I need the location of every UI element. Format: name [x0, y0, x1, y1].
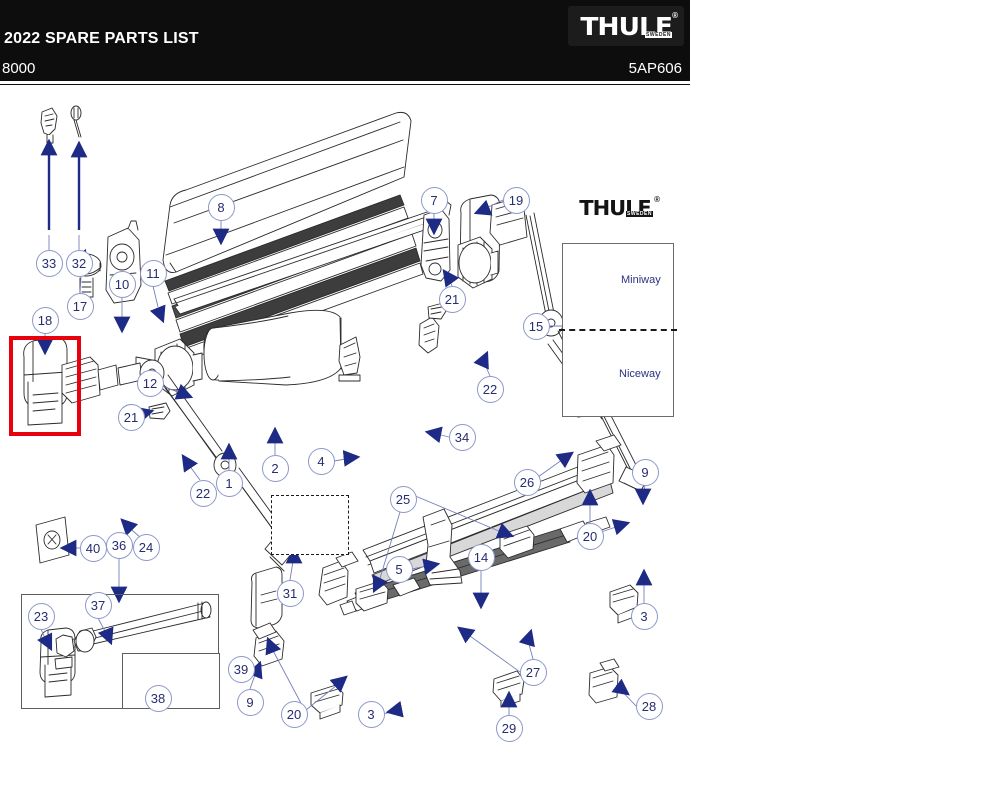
callout-20[interactable]: 20	[280, 700, 308, 728]
callout-5[interactable]: 5	[385, 555, 413, 583]
part-39-shape	[252, 622, 285, 667]
callout-3[interactable]: 3	[630, 602, 658, 630]
callout-39[interactable]: 39	[227, 655, 255, 683]
callout-34[interactable]: 34	[448, 423, 476, 451]
highlight-box-part-18	[9, 336, 81, 436]
part-40-shape	[35, 516, 70, 564]
part-32-shape	[70, 105, 82, 138]
callout-9[interactable]: 9	[631, 458, 659, 486]
callout-32[interactable]: 32	[65, 249, 93, 277]
callout-11[interactable]: 11	[139, 259, 167, 287]
model-number: 8000	[2, 60, 36, 77]
callout-26[interactable]: 26	[513, 468, 541, 496]
callout-29[interactable]: 29	[495, 714, 523, 742]
part-1-2-roller-fabric	[203, 309, 342, 386]
callout-37[interactable]: 37	[84, 591, 112, 619]
part-22a-shape	[457, 236, 499, 289]
part-34-shape	[418, 316, 440, 354]
dashed-box-part-31	[271, 495, 349, 555]
callout-12[interactable]: 12	[136, 369, 164, 397]
remote-control-panel: Miniway Niceway	[559, 243, 677, 417]
part-33-shape	[40, 107, 58, 144]
callout-17[interactable]: 17	[66, 292, 94, 320]
remote-panel-divider	[559, 329, 677, 331]
leader-arrows	[36, 138, 653, 718]
callout-23[interactable]: 23	[27, 602, 55, 630]
page-title: 2022 SPARE PARTS LIST	[4, 30, 199, 47]
callout-3[interactable]: 3	[357, 700, 385, 728]
part-20b-shape	[250, 551, 359, 629]
callout-15[interactable]: 15	[522, 312, 550, 340]
callout-20[interactable]: 20	[576, 522, 604, 550]
callout-24[interactable]: 24	[132, 533, 160, 561]
remote-label-miniway: Miniway	[621, 274, 661, 286]
callout-21[interactable]: 21	[438, 285, 466, 313]
callout-22[interactable]: 22	[189, 479, 217, 507]
registered-trademark-icon: ®	[672, 11, 678, 20]
registered-trademark-icon-diagram: ®	[654, 195, 660, 204]
thule-logo-diagram: THULE ® SWEDEN	[576, 195, 660, 221]
callout-19[interactable]: 19	[502, 186, 530, 214]
callout-33[interactable]: 33	[35, 249, 63, 277]
remote-label-niceway: Niceway	[619, 368, 661, 380]
callout-8[interactable]: 8	[207, 193, 235, 221]
callout-2[interactable]: 2	[261, 454, 289, 482]
part-4-shape	[338, 336, 361, 382]
callout-1[interactable]: 1	[215, 469, 243, 497]
callout-7[interactable]: 7	[420, 186, 448, 214]
callout-28[interactable]: 28	[635, 692, 663, 720]
part-21b-shape	[148, 402, 171, 420]
document-header: 2022 SPARE PARTS LIST 8000 5AP606 THULE …	[0, 0, 690, 85]
callout-14[interactable]: 14	[467, 543, 495, 571]
callout-4[interactable]: 4	[307, 447, 335, 475]
callout-21[interactable]: 21	[117, 403, 145, 431]
header-divider	[0, 81, 690, 84]
part-18-shape	[23, 336, 68, 426]
callout-36[interactable]: 36	[105, 531, 133, 559]
thule-sweden-subtext-diagram: SWEDEN	[626, 211, 653, 217]
callout-27[interactable]: 27	[519, 658, 547, 686]
part-list-code: 5AP606	[628, 60, 682, 77]
part-20a-shape	[576, 434, 622, 494]
callout-38[interactable]: 38	[144, 684, 172, 712]
part-25a-shape	[355, 580, 389, 612]
callout-25[interactable]: 25	[389, 485, 417, 513]
thule-logo-header: THULE ® SWEDEN	[568, 6, 684, 46]
callout-31[interactable]: 31	[276, 579, 304, 607]
callout-10[interactable]: 10	[108, 270, 136, 298]
callout-9[interactable]: 9	[236, 688, 264, 716]
callout-40[interactable]: 40	[79, 534, 107, 562]
callout-18[interactable]: 18	[31, 306, 59, 334]
callout-22[interactable]: 22	[476, 375, 504, 403]
part-28-shape	[588, 658, 620, 704]
thule-sweden-subtext: SWEDEN	[645, 32, 672, 38]
